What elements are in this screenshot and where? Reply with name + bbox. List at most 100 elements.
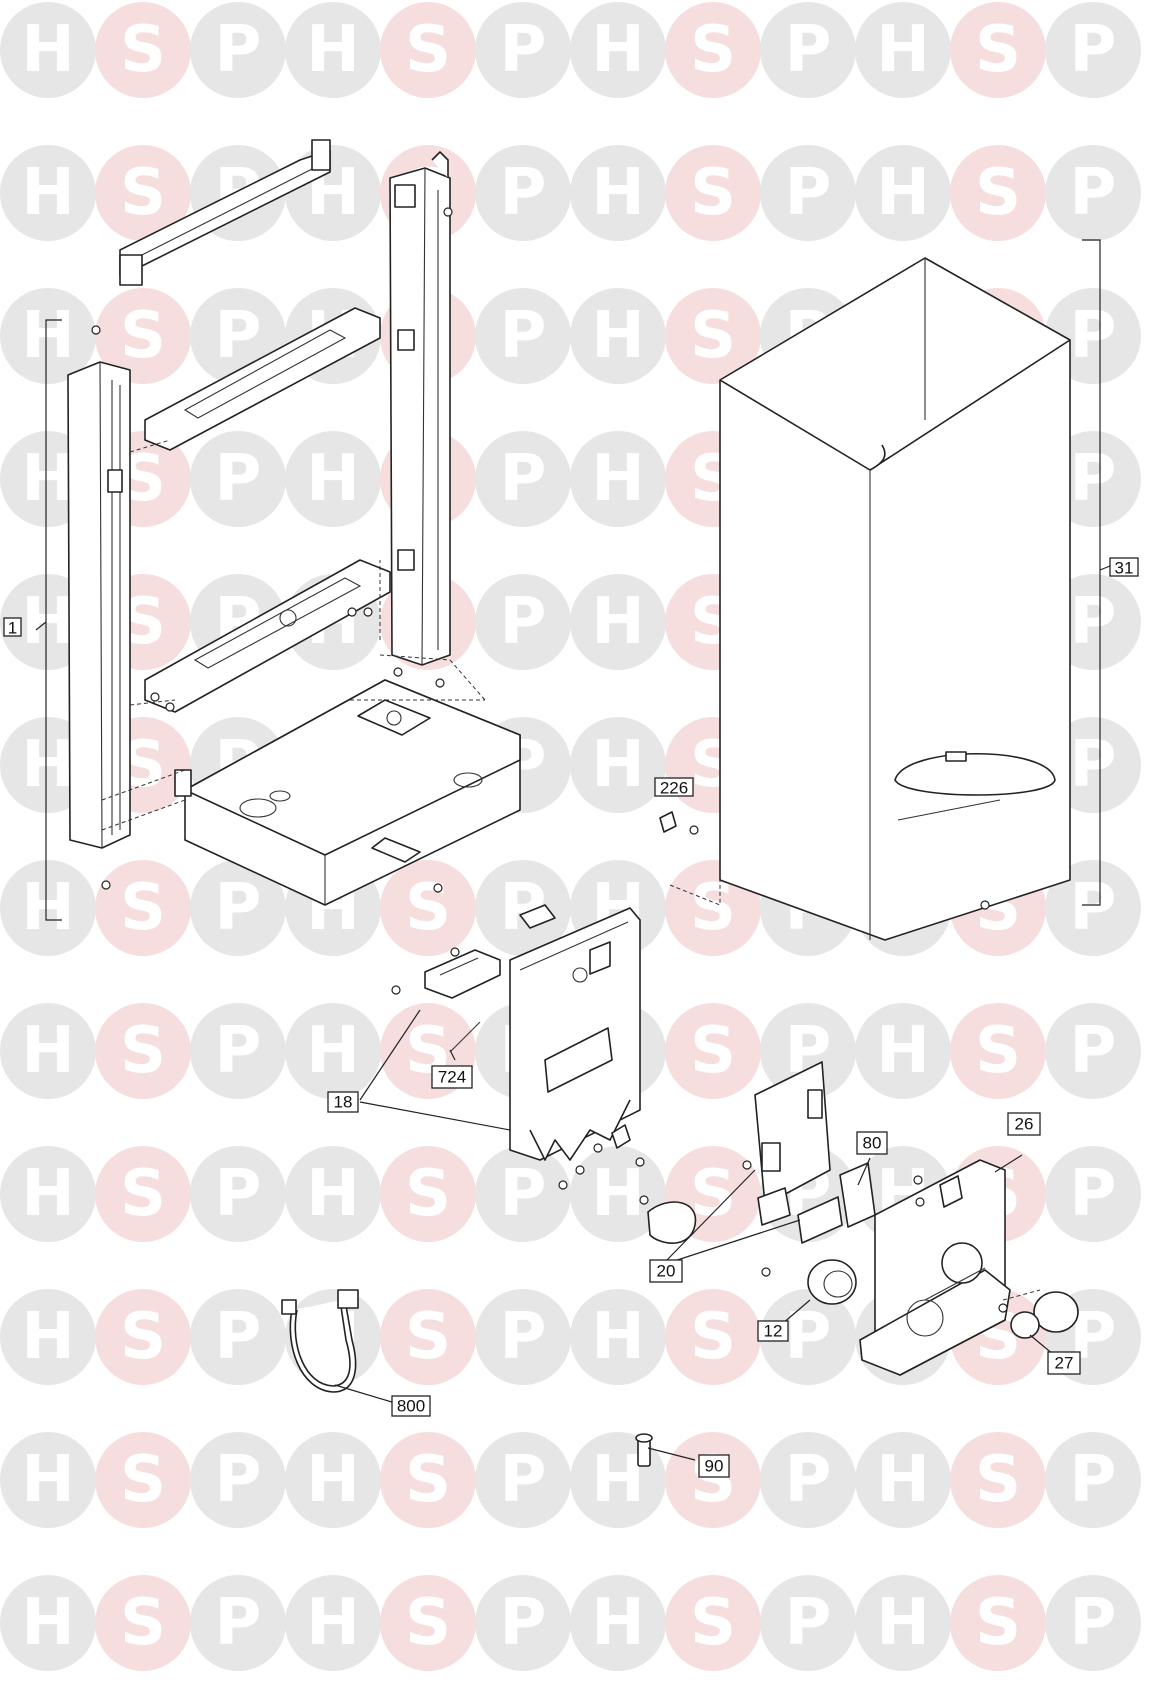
svg-text:90: 90 <box>705 1457 724 1476</box>
watermark-letter: S <box>690 1586 736 1660</box>
watermark-letter: S <box>690 1014 736 1088</box>
bracket-31 <box>1082 239 1111 906</box>
watermark-letter: P <box>785 1443 832 1517</box>
watermark-circle <box>190 2 286 98</box>
watermark-circle <box>475 2 571 98</box>
watermark-letter: S <box>120 871 166 945</box>
watermark-circle <box>95 1146 191 1242</box>
watermark-letter: P <box>1070 442 1117 516</box>
svg-text:724: 724 <box>438 1068 466 1087</box>
watermark-letter: S <box>975 1443 1021 1517</box>
watermark-circle <box>95 1575 191 1671</box>
watermark-circle <box>0 1003 96 1099</box>
watermark-circle <box>1045 2 1141 98</box>
watermark-circle <box>0 1575 96 1671</box>
watermark-circle <box>1045 1146 1141 1242</box>
watermark-letter: P <box>1070 299 1117 373</box>
pin-part <box>635 1433 653 1467</box>
watermark-circle <box>855 145 951 241</box>
watermark-circle <box>95 2 191 98</box>
watermark-letter: P <box>1070 1014 1117 1088</box>
watermark-letter: P <box>215 442 262 516</box>
watermark-circle <box>380 1146 476 1242</box>
watermark-circle <box>95 1432 191 1528</box>
svg-text:27: 27 <box>1055 1354 1074 1373</box>
watermark-circle <box>950 1003 1046 1099</box>
watermark-letter: H <box>306 1443 360 1517</box>
callout-90: 90 <box>698 1454 730 1478</box>
watermark-letter: H <box>876 1586 930 1660</box>
callout-labels: 1 31 226 724 18 80 26 20 12 27 800 90 <box>3 557 1139 1478</box>
watermark-letter: H <box>591 299 645 373</box>
clip-226 <box>659 811 677 833</box>
watermark-circle <box>760 1432 856 1528</box>
svg-text:20: 20 <box>657 1262 676 1281</box>
watermark-circle <box>380 1575 476 1671</box>
watermark-letter: P <box>785 1586 832 1660</box>
watermark-circle <box>1045 1575 1141 1671</box>
svg-text:800: 800 <box>397 1397 425 1416</box>
watermark-letter: H <box>21 1300 75 1374</box>
watermark-letter: S <box>975 1586 1021 1660</box>
watermark-letter: S <box>405 1443 451 1517</box>
watermark-circle <box>190 860 286 956</box>
watermark-circle <box>665 1575 761 1671</box>
callout-80: 80 <box>856 1131 888 1155</box>
watermark-circle <box>950 145 1046 241</box>
watermark-letter: P <box>500 13 547 87</box>
watermark-letter: P <box>1070 1157 1117 1231</box>
watermark-letter: P <box>1070 156 1117 230</box>
watermark-letter: H <box>21 156 75 230</box>
watermark-circle <box>950 1575 1046 1671</box>
watermark-letter: H <box>21 1014 75 1088</box>
watermark-circle <box>570 288 666 384</box>
control-fascia <box>859 1159 1079 1376</box>
watermark-circle <box>380 1289 476 1385</box>
watermark-letter: H <box>591 728 645 802</box>
watermark-letter: S <box>975 13 1021 87</box>
callout-31: 31 <box>1109 557 1139 578</box>
watermark-circle <box>855 1575 951 1671</box>
front-casing <box>669 257 1071 941</box>
watermark-circle <box>285 1432 381 1528</box>
watermark-letter: P <box>1070 728 1117 802</box>
watermark-circle <box>0 860 96 956</box>
watermark-letter: S <box>120 1300 166 1374</box>
watermark-letter: P <box>785 13 832 87</box>
watermark-letter: H <box>306 1157 360 1231</box>
watermark-letter: H <box>591 585 645 659</box>
callout-18: 18 <box>327 1091 359 1113</box>
watermark-circle <box>1045 145 1141 241</box>
watermark-circle <box>0 2 96 98</box>
watermark-letter: H <box>21 1586 75 1660</box>
watermark-letter: P <box>215 1300 262 1374</box>
watermark-circle <box>475 288 571 384</box>
watermark-letter: S <box>975 1014 1021 1088</box>
callout-724: 724 <box>431 1065 473 1089</box>
watermark-letter: S <box>405 1586 451 1660</box>
watermark-letter: S <box>120 299 166 373</box>
watermark-letter: H <box>591 1586 645 1660</box>
watermark-letter: P <box>1070 1586 1117 1660</box>
watermark-circle <box>855 1003 951 1099</box>
watermark-circle <box>760 1003 856 1099</box>
watermark-circle <box>665 145 761 241</box>
callout-20: 20 <box>649 1259 683 1283</box>
watermark-circle <box>190 431 286 527</box>
watermark-circle <box>665 1289 761 1385</box>
bracket-1 <box>35 319 62 921</box>
watermark-circle <box>475 1432 571 1528</box>
watermark-circle <box>0 145 96 241</box>
watermark-letter: H <box>21 585 75 659</box>
watermark-letter: S <box>690 1300 736 1374</box>
watermark-letter: P <box>1070 871 1117 945</box>
watermark-letter: P <box>500 442 547 516</box>
watermark-circle <box>570 574 666 670</box>
watermark-letter: S <box>690 13 736 87</box>
watermark-letter: P <box>1070 585 1117 659</box>
watermark-letter: P <box>785 156 832 230</box>
watermark-letter: P <box>500 1157 547 1231</box>
watermark-circle <box>95 1289 191 1385</box>
watermark-letter: H <box>876 156 930 230</box>
watermark-letter: P <box>215 1014 262 1088</box>
